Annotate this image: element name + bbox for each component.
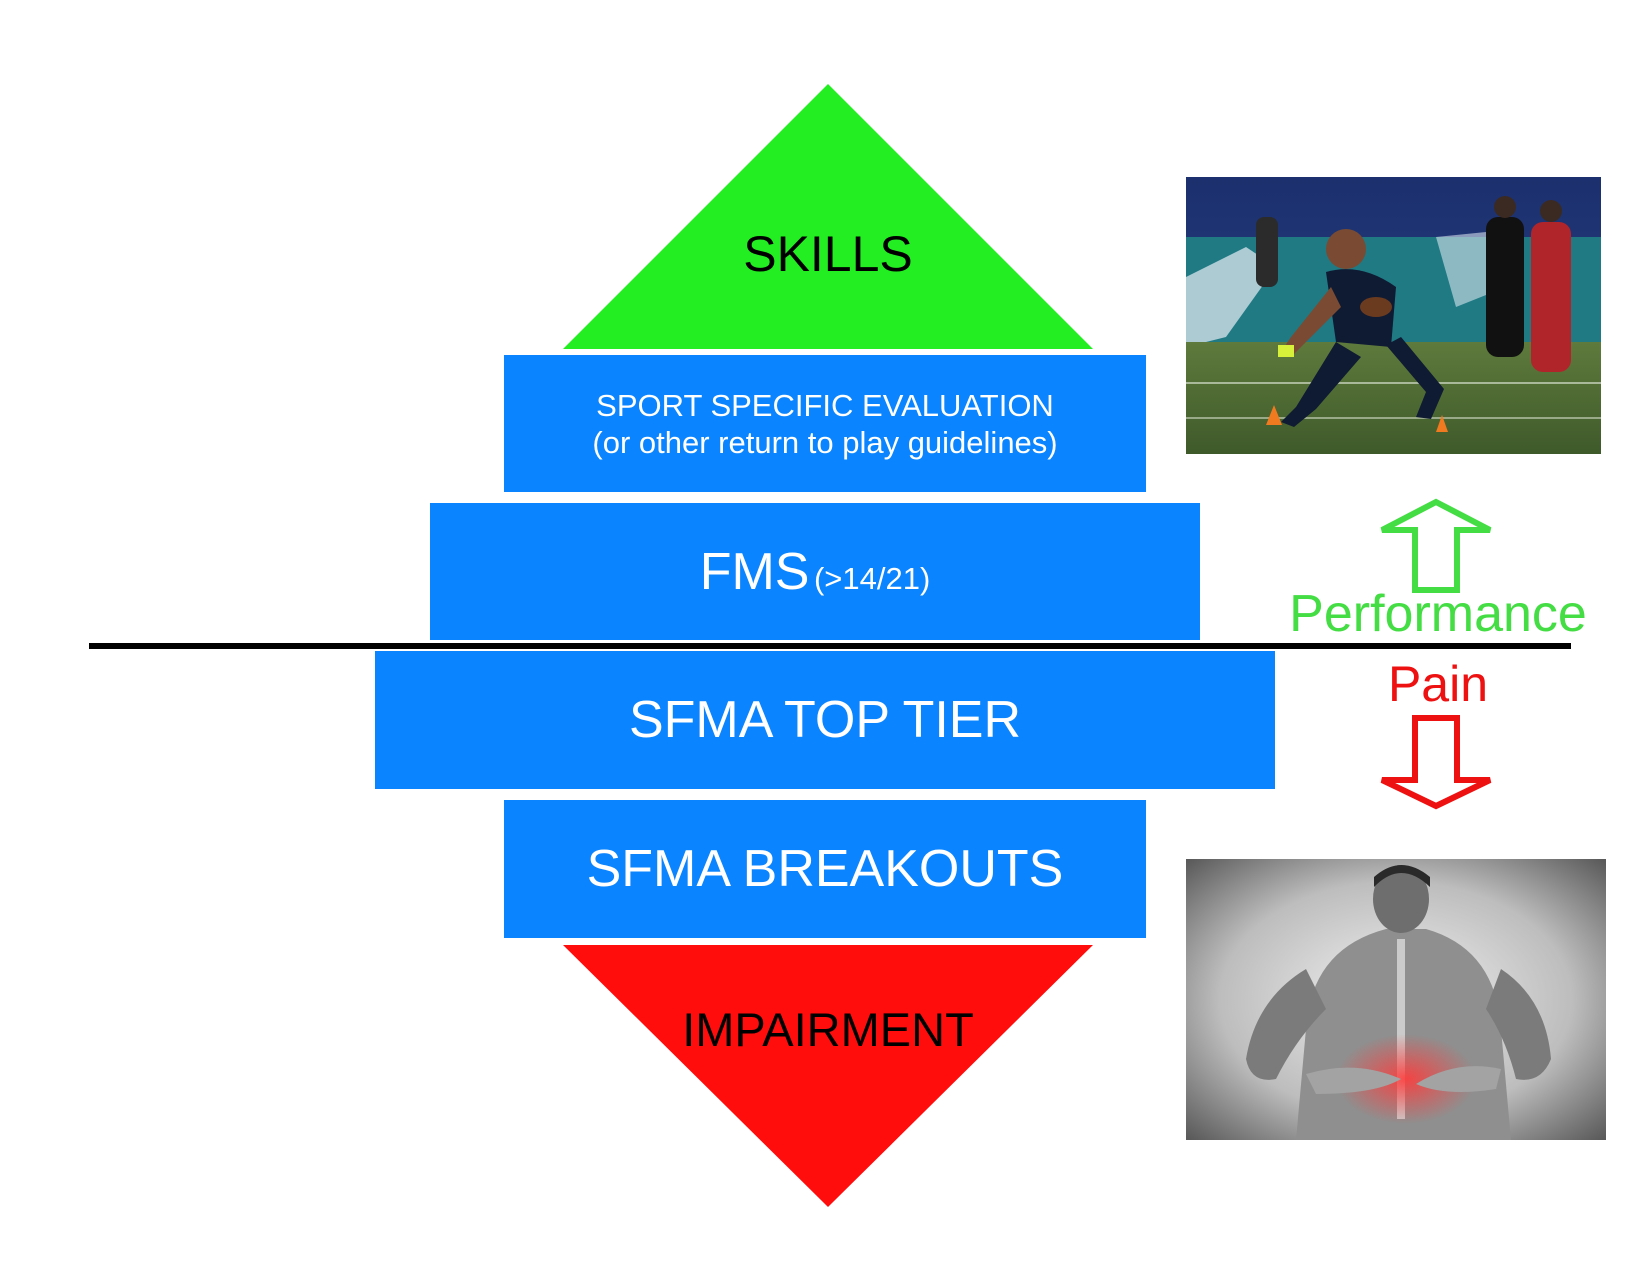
tier-sport-specific-line2: (or other return to play guidelines) [592, 424, 1058, 460]
skills-triangle [563, 84, 1093, 349]
impairment-triangle [563, 945, 1093, 1207]
arrow-down-outline-icon [1380, 715, 1492, 810]
tier-sfma-breakouts: SFMA BREAKOUTS [504, 800, 1146, 938]
pain-label: Pain [1387, 656, 1489, 712]
divider-line [89, 643, 1571, 649]
tier-sport-specific-line1: SPORT SPECIFIC EVALUATION [596, 387, 1054, 423]
performance-label: Performance [1289, 585, 1587, 643]
tier-fms-main: FMS [699, 542, 810, 601]
impairment-label: IMPAIRMENT [682, 1003, 974, 1056]
tier-fms-text: FMS (>14/21) [700, 542, 931, 602]
tier-sfma-breakouts-text: SFMA BREAKOUTS [586, 840, 1064, 898]
arrow-up-outline-icon [1380, 498, 1492, 593]
tier-sfma-top: SFMA TOP TIER [375, 651, 1275, 789]
tier-sport-specific: SPORT SPECIFIC EVALUATION (or other retu… [504, 355, 1146, 492]
athlete-photo [1186, 177, 1601, 454]
tier-sfma-top-text: SFMA TOP TIER [628, 691, 1022, 749]
tier-fms: FMS (>14/21) [430, 503, 1200, 640]
skills-label: SKILLS [743, 226, 913, 282]
tier-fms-sub: (>14/21) [813, 560, 931, 596]
back-pain-photo [1186, 859, 1606, 1140]
